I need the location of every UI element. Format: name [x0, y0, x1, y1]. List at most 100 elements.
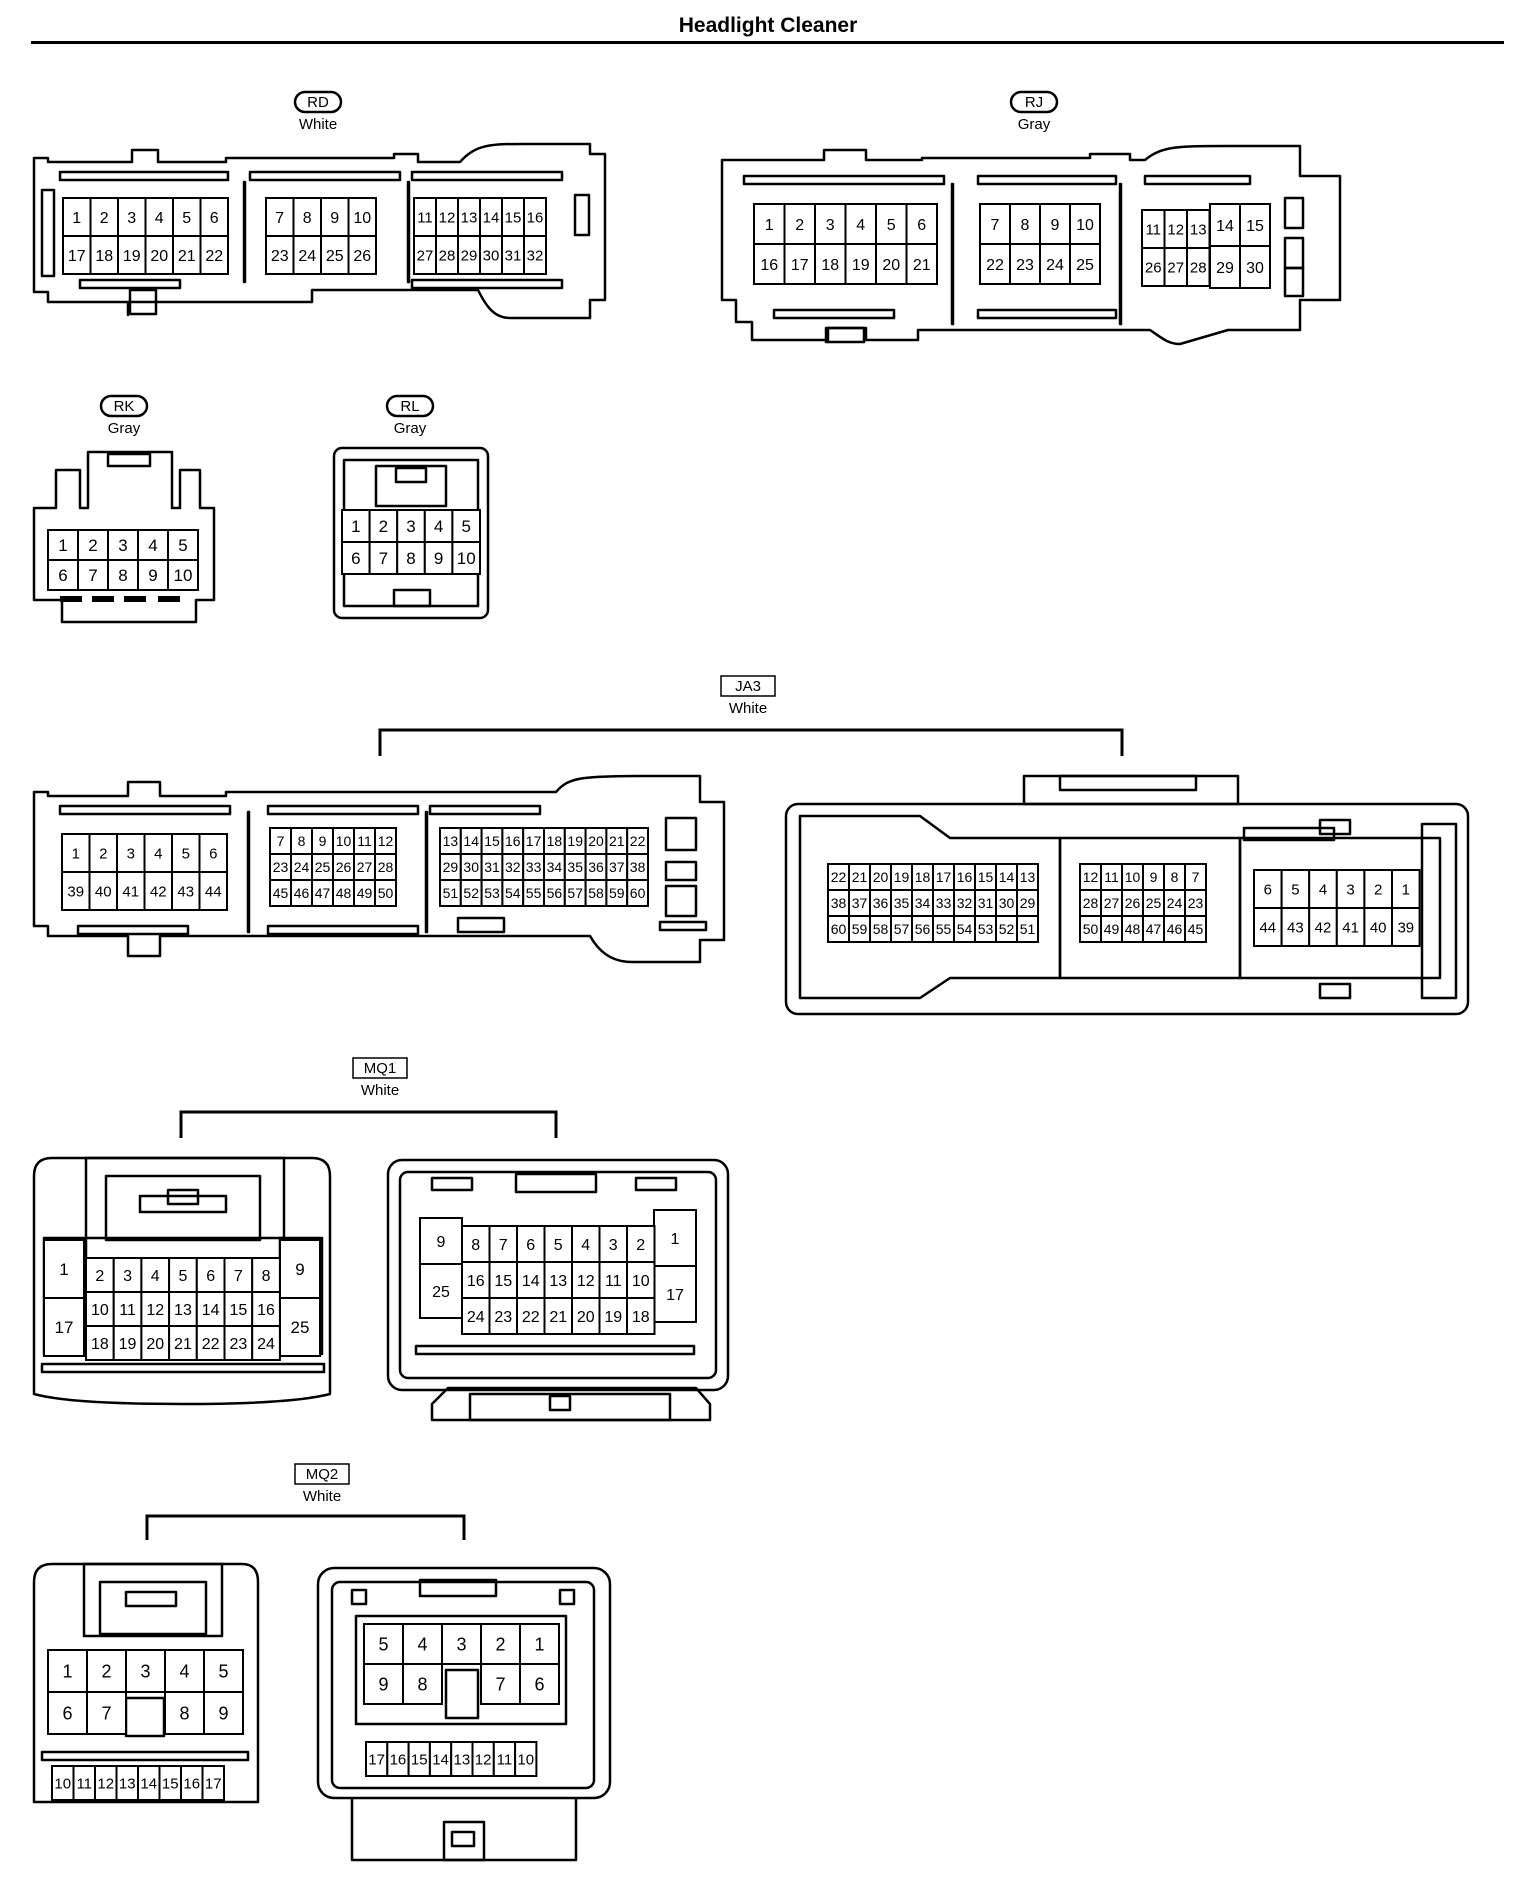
ja3-group-bracket — [378, 728, 1124, 756]
mq2-right-slot — [350, 1588, 368, 1606]
pin-cell — [368, 541, 399, 575]
rl-housing — [332, 446, 490, 620]
pin-number: 51 — [1020, 921, 1036, 937]
pin-number: 14 — [432, 1751, 449, 1768]
pin-cell — [167, 559, 199, 591]
rj-housing — [720, 144, 1342, 346]
pin-cell — [144, 197, 174, 237]
pin-number: 9 — [437, 1234, 446, 1251]
pin-number: 37 — [609, 859, 625, 875]
pin-number: 49 — [1104, 921, 1120, 937]
pin-number: 13 — [443, 833, 459, 849]
pin-number: 11 — [605, 1273, 622, 1290]
pin-cell — [523, 235, 547, 275]
pin-number: 30 — [999, 895, 1015, 911]
pin-cell — [905, 243, 938, 285]
pin-number: 22 — [202, 1336, 220, 1353]
pin-number: 13 — [549, 1273, 567, 1290]
pin-cell — [199, 197, 229, 237]
mq2-right-key — [450, 1830, 476, 1848]
pin-number: 28 — [1190, 259, 1207, 276]
pin-number: 9 — [378, 1674, 388, 1694]
pin-number: 43 — [1287, 919, 1304, 936]
rj-lock-tab — [824, 326, 866, 344]
pin-number: 2 — [636, 1237, 645, 1254]
rj-rail — [772, 308, 896, 320]
pin-number: 2 — [99, 845, 107, 862]
pin-number: 24 — [467, 1309, 485, 1326]
pin-number: 38 — [831, 895, 847, 911]
pin-number: 6 — [58, 566, 67, 585]
pin-cell — [514, 1741, 538, 1777]
ja3-rail — [428, 804, 542, 816]
pin-number: 32 — [505, 859, 521, 875]
pin-cell — [199, 235, 229, 275]
pin-number: 6 — [206, 1268, 215, 1285]
pin-number: 43 — [177, 883, 194, 900]
pin-cell — [88, 871, 118, 911]
pin-cell — [1016, 915, 1039, 943]
pin-cell — [137, 559, 169, 591]
pin-number: 26 — [353, 248, 371, 265]
pin-cell — [419, 1263, 463, 1319]
pin-number: 60 — [630, 885, 646, 901]
rd-rail — [410, 170, 564, 182]
pin-number: 51 — [443, 885, 459, 901]
pin-cell — [137, 529, 169, 561]
ja3-divider — [246, 810, 251, 934]
pin-number: 57 — [894, 921, 910, 937]
pin-number: 13 — [1190, 221, 1207, 238]
pin-number: 15 — [1246, 218, 1264, 235]
pin-number: 27 — [1104, 895, 1120, 911]
pin-number: 27 — [417, 247, 434, 264]
pin-number: 14 — [999, 869, 1015, 885]
pin-number: 28 — [439, 247, 456, 264]
pin-number: 16 — [957, 869, 973, 885]
pin-number: 56 — [547, 885, 563, 901]
rd-divider — [406, 180, 411, 284]
pin-number: 29 — [443, 859, 459, 875]
pin-number: 18 — [632, 1309, 650, 1326]
pin-cell — [543, 1261, 573, 1299]
pin-number: 48 — [336, 885, 352, 901]
pin-number: 14 — [463, 833, 479, 849]
pin-number: 8 — [179, 1703, 189, 1723]
pin-number: 13 — [461, 209, 478, 226]
rj-side-notch — [1283, 236, 1305, 270]
pin-number: 17 — [791, 257, 809, 274]
pin-number: 33 — [526, 859, 542, 875]
ja3-rail — [76, 924, 190, 936]
pin-number: 18 — [821, 257, 839, 274]
pin-cell — [140, 1325, 171, 1361]
pin-number: 12 — [1083, 869, 1099, 885]
pin-cell — [203, 1649, 244, 1693]
pin-number: 7 — [495, 1674, 505, 1694]
connector-color: White — [299, 116, 337, 133]
pin-number: 1 — [59, 1260, 68, 1279]
pin-number: 6 — [1264, 881, 1272, 898]
pin-number: 11 — [497, 1751, 513, 1768]
pin-cell — [223, 1257, 254, 1293]
mq1-right-slot — [430, 1176, 474, 1192]
mq1-left-lock-bar — [138, 1194, 228, 1214]
pin-cell — [265, 235, 295, 275]
pin-cell — [516, 1225, 546, 1263]
connector-color: Gray — [394, 420, 427, 437]
pin-number: 3 — [456, 1634, 466, 1654]
ja3-side-notch — [664, 884, 698, 918]
pin-number: 12 — [475, 1751, 492, 1768]
pin-number: 5 — [182, 845, 190, 862]
pin-cell — [168, 1291, 198, 1327]
connector-code: MQ1 — [364, 1060, 397, 1077]
pin-number: 39 — [67, 883, 84, 900]
pin-cell — [905, 203, 938, 245]
pin-cell — [341, 541, 371, 575]
pin-number: 58 — [873, 921, 889, 937]
pin-number: 4 — [148, 536, 157, 555]
pin-cell — [519, 1623, 560, 1665]
ja3-rail — [58, 804, 232, 816]
pin-number: 50 — [1083, 921, 1099, 937]
pin-cell — [143, 833, 173, 873]
